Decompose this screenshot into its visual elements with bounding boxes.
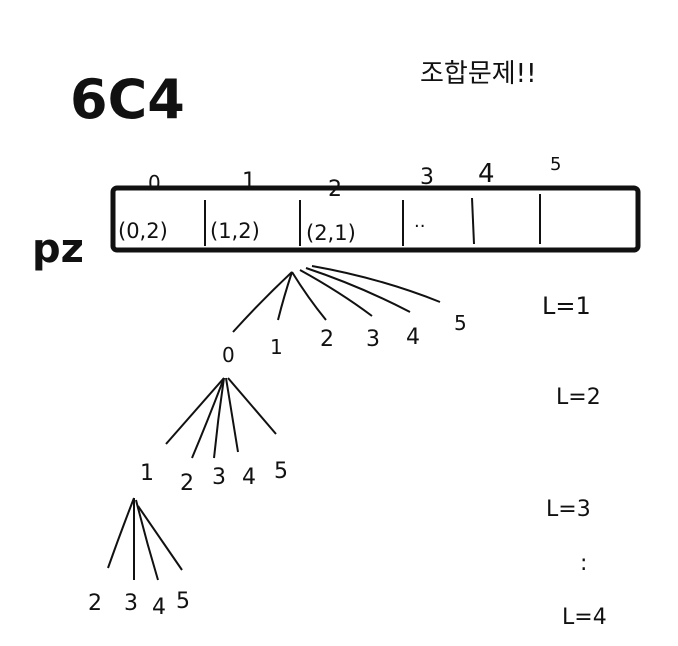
branch <box>165 377 225 445</box>
level2-branches <box>165 377 277 459</box>
branch <box>135 499 159 581</box>
cell-divider-4 <box>471 197 475 245</box>
index-label: 1 <box>242 169 256 194</box>
array-cell: (2,1) <box>306 221 356 245</box>
tree-node: 2 <box>320 327 334 352</box>
branch <box>299 269 373 317</box>
level3-branches <box>107 497 183 581</box>
tree-node: 2 <box>180 471 194 496</box>
branch <box>277 271 293 321</box>
index-label: 0 <box>148 171 161 195</box>
branch <box>227 377 277 435</box>
array-cell: (1,2) <box>210 219 260 243</box>
branch <box>107 497 135 569</box>
tree-node: 5 <box>176 589 190 614</box>
tree-node: 5 <box>454 311 467 335</box>
tree-node: 1 <box>140 461 154 486</box>
tree-node: 3 <box>124 591 138 616</box>
tree-node: 5 <box>274 459 288 484</box>
branch <box>213 377 225 459</box>
branch <box>232 271 293 333</box>
tree-node: 3 <box>366 327 380 352</box>
array-name: pz <box>32 226 84 272</box>
index-label: 5 <box>550 154 561 175</box>
branch <box>137 505 183 571</box>
tree-node: 4 <box>406 325 420 350</box>
level-label: L=1 <box>542 292 591 320</box>
tree-node: 4 <box>242 465 256 490</box>
level-ellipsis: : <box>580 551 587 576</box>
index-label: 4 <box>478 159 495 189</box>
index-label: 3 <box>420 165 434 190</box>
index-label: 2 <box>328 177 342 202</box>
tree-node: 1 <box>270 335 283 359</box>
branch <box>311 265 441 303</box>
title: 6C4 <box>70 68 185 131</box>
array-box <box>110 185 641 253</box>
tree-node: 0 <box>222 343 235 367</box>
branch <box>291 271 327 321</box>
branch <box>305 267 411 313</box>
tree-node: 4 <box>152 595 166 620</box>
branch <box>225 377 239 453</box>
root-branches <box>232 265 441 333</box>
tree-node: 2 <box>88 591 102 616</box>
array-cell: (0,2) <box>118 219 168 243</box>
branch <box>191 377 225 459</box>
level-label: L=4 <box>562 605 607 630</box>
level-label: L=3 <box>546 497 591 522</box>
array-cell: ·· <box>414 216 425 237</box>
level-label: L=2 <box>556 385 601 410</box>
tree-node: 3 <box>212 465 226 490</box>
note: 조합문제!! <box>420 59 537 89</box>
